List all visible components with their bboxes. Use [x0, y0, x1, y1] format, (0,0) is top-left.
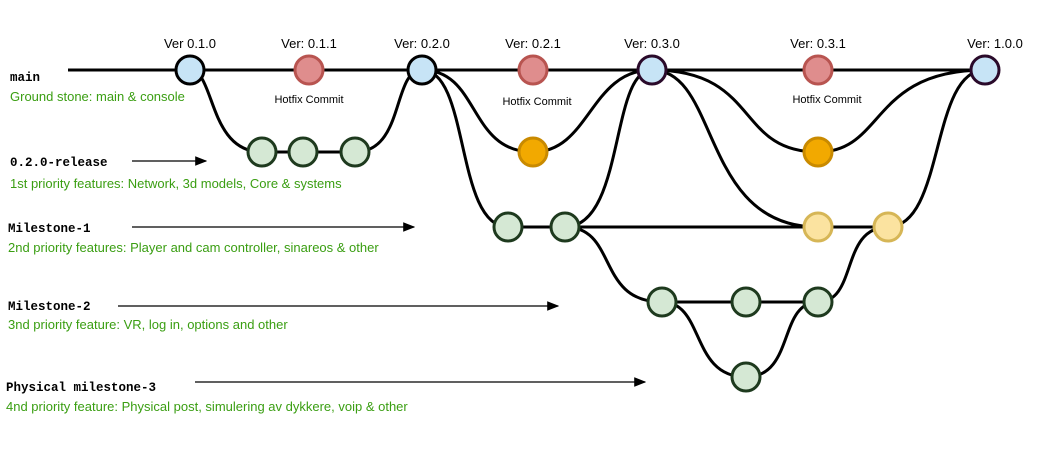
milestone-2-commit-2 — [730, 286, 762, 318]
branch-desc-release: 1st priority features: Network, 3d model… — [10, 176, 342, 191]
version-label-031: Ver: 0.3.1 — [790, 36, 846, 51]
edge-release-out — [189, 68, 263, 154]
branch-legend: main Ground stone: main & console 0.2.0-… — [6, 71, 408, 414]
branch-name-milestone-2: Milestone-2 — [8, 300, 91, 314]
hotfix-work-021 — [517, 136, 549, 168]
milestone-2-commit-3 — [802, 286, 834, 318]
hotfix-work-031 — [802, 136, 834, 168]
edge-m1-out — [421, 68, 509, 229]
commit-nodes — [174, 54, 1001, 393]
hotfix-node-021 — [517, 54, 549, 86]
hotfix-caption-011: Hotfix Commit — [274, 94, 343, 106]
edge-fix-031-in — [817, 68, 986, 154]
milestone-3-commit-1 — [730, 361, 762, 393]
version-labels: Ver 0.1.0 Ver: 0.1.1 Ver: 0.2.0 Ver: 0.2… — [164, 36, 1023, 51]
edge-m3-in — [745, 300, 819, 379]
version-label-100: Ver: 1.0.0 — [967, 36, 1023, 51]
hotfix-caption-021: Hotfix Commit — [502, 96, 571, 108]
edge-yellow-in — [887, 68, 986, 229]
hotfix-node-031 — [802, 54, 834, 86]
version-label-010: Ver 0.1.0 — [164, 36, 216, 51]
milestone-2-commit-1 — [646, 286, 678, 318]
release-node-010 — [174, 54, 206, 86]
version-label-021: Ver: 0.2.1 — [505, 36, 561, 51]
branch-desc-milestone-1: 2nd priority features: Player and cam co… — [8, 240, 379, 255]
hotfix-captions: Hotfix Commit Hotfix Commit Hotfix Commi… — [274, 94, 861, 108]
milestone-1-commit-2 — [549, 211, 581, 243]
edge-fix-021-out — [421, 68, 534, 154]
release-branch-commit-1 — [246, 136, 278, 168]
branch-desc-milestone-2: 3nd priority feature: VR, log in, option… — [8, 317, 288, 332]
release-branch-commit-2 — [287, 136, 319, 168]
release-node-100 — [969, 54, 1001, 86]
version-label-020: Ver: 0.2.0 — [394, 36, 450, 51]
branch-name-release: 0.2.0-release — [10, 156, 108, 170]
release-node-020 — [406, 54, 438, 86]
branch-desc-milestone-3: 4nd priority feature: Physical post, sim… — [6, 399, 408, 414]
edge-m3-out — [661, 300, 747, 379]
milestone-1-commit-1 — [492, 211, 524, 243]
hotfix-caption-031: Hotfix Commit — [792, 94, 861, 106]
branch-name-milestone-1: Milestone-1 — [8, 222, 91, 236]
merge-fix-commit-1 — [802, 211, 834, 243]
release-branch-commit-3 — [339, 136, 371, 168]
merge-fix-commit-2 — [872, 211, 904, 243]
edge-m1-in — [564, 68, 653, 229]
edge-030-to-yellow — [651, 68, 819, 229]
hotfix-node-011 — [293, 54, 325, 86]
release-node-030 — [636, 54, 668, 86]
edge-m2-out — [564, 225, 663, 304]
version-label-030: Ver: 0.3.0 — [624, 36, 680, 51]
edge-release-in — [354, 68, 423, 154]
branch-name-main: main — [10, 71, 40, 85]
edge-fix-031-out — [651, 68, 819, 154]
version-label-011: Ver: 0.1.1 — [281, 36, 337, 51]
edge-fix-021-in — [532, 68, 653, 154]
branch-arrows — [118, 156, 647, 387]
branch-desc-main: Ground stone: main & console — [10, 89, 185, 104]
branch-name-milestone-3: Physical milestone-3 — [6, 381, 156, 395]
